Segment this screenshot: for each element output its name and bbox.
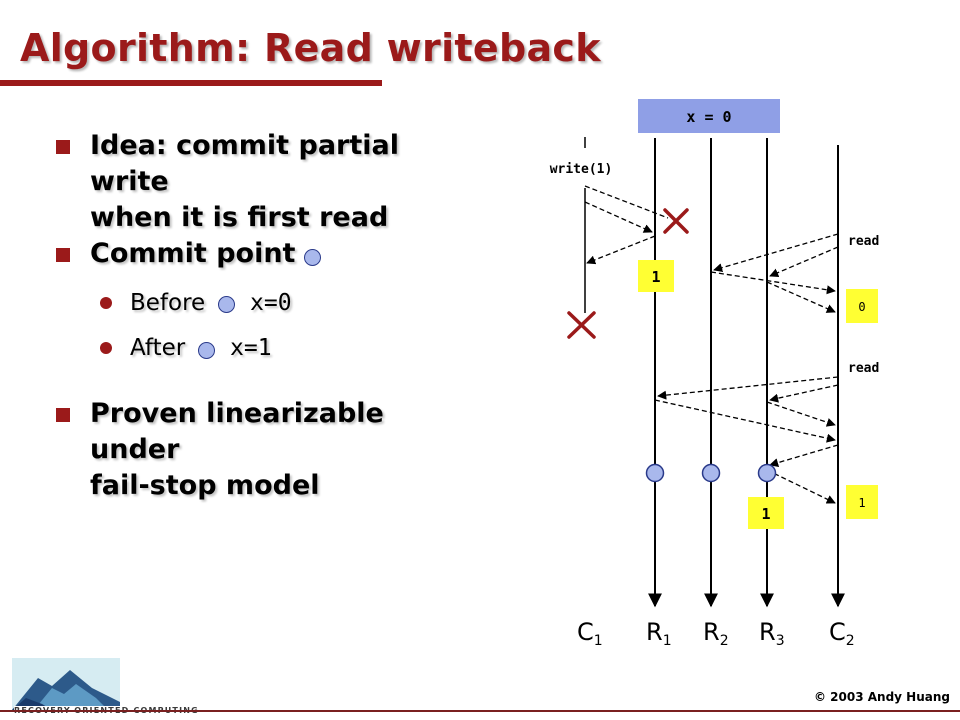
round-bullet-icon: [100, 297, 112, 309]
value-box-r3: [748, 497, 784, 529]
write-message-to-r1: [584, 201, 653, 233]
lifeline-label-r1: R1: [646, 618, 672, 649]
commit-point-icon: [198, 342, 215, 359]
commit-point-icon: [304, 249, 321, 266]
value-r1: 1: [651, 268, 660, 286]
writeback-ack-from-r3: [766, 469, 836, 504]
sub-bullet-before-label: Before: [130, 290, 206, 316]
bullet-idea: Idea: commit partial write when it is fi…: [56, 128, 478, 236]
value-box-r1: [638, 260, 674, 292]
square-bullet-icon: [56, 408, 70, 422]
square-bullet-icon: [56, 248, 70, 262]
commit-point-r1-icon: [645, 463, 665, 483]
footer-divider: [0, 710, 960, 712]
bullet-idea-line1: Idea: commit partial write: [90, 130, 399, 197]
bullet-idea-line2: when it is first read: [90, 202, 389, 233]
sub-bullet-after-label: After: [130, 335, 186, 361]
commit-point-r3-icon: [757, 463, 777, 483]
bullet-proven: Proven linearizable under fail-stop mode…: [56, 396, 478, 504]
initial-state-label: x = 0: [686, 108, 731, 126]
lifeline-label-c2: C2: [829, 618, 855, 649]
value-box-read-2: [846, 485, 878, 519]
square-bullet-icon: [56, 140, 70, 154]
value-read-2: 1: [858, 496, 865, 510]
lifeline-label-c1: C1: [577, 618, 603, 649]
read-request-2-to-r1: [657, 376, 839, 400]
read-label-2: read: [848, 361, 879, 376]
read-reply-2-from-r3: [766, 401, 836, 427]
value-box-read-1: [846, 289, 878, 323]
lifeline-label-r3: R3: [759, 618, 785, 649]
title-underline: [0, 80, 382, 86]
lifeline-label-r2: R2: [703, 618, 729, 649]
bullet-proven-line2: fail-stop model: [90, 470, 320, 501]
bullet-commit-point: Commit point: [56, 236, 478, 272]
read-request-to-r3: [769, 246, 839, 277]
write-ack-to-c1: [586, 235, 656, 265]
read-reply-2-from-r1: [654, 399, 836, 443]
initial-state-box: [638, 99, 780, 133]
commit-point-r2-icon: [701, 463, 721, 483]
read-reply-from-r3: [766, 281, 836, 313]
write-message-to-r2: [584, 185, 669, 219]
commit-point-icon: [218, 296, 235, 313]
sub-bullet-before-value: x=0: [250, 290, 292, 316]
footer-copyright: © 2003 Andy Huang: [814, 690, 950, 704]
value-r3: 1: [761, 505, 770, 523]
write-label: write(1): [550, 162, 613, 177]
writeback-to-r3: [769, 444, 839, 468]
value-read-1: 0: [858, 300, 865, 314]
bullet-commit-point-text: Commit point: [90, 238, 296, 269]
read-reply-from-r2: [710, 271, 836, 295]
roc-logo: [12, 658, 120, 710]
slide-title: Algorithm: Read writeback: [20, 26, 601, 70]
read-request-2-to-r3: [769, 384, 839, 403]
read-label-1: read: [848, 234, 879, 249]
round-bullet-icon: [100, 342, 112, 354]
sub-bullet-after-value: x=1: [230, 335, 272, 361]
bullet-proven-line1: Proven linearizable under: [90, 398, 384, 465]
read-request-to-r2: [713, 233, 839, 273]
